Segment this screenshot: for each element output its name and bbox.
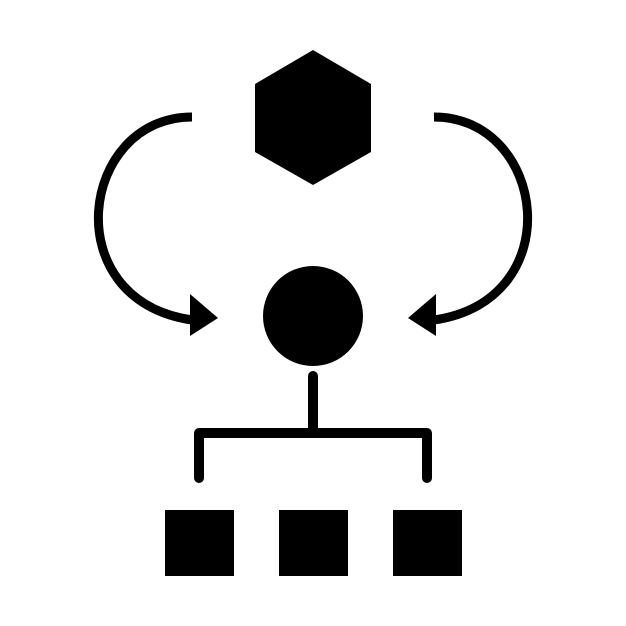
circle-node-icon [263, 266, 363, 366]
curved-arrow-right-icon [408, 112, 533, 336]
square-node-icon [393, 510, 462, 576]
square-node-icon [279, 510, 348, 576]
curved-arrow-left-icon [93, 112, 218, 336]
square-node-icon [165, 510, 234, 576]
hexagon-icon [255, 50, 371, 185]
tree-connector [194, 371, 432, 483]
